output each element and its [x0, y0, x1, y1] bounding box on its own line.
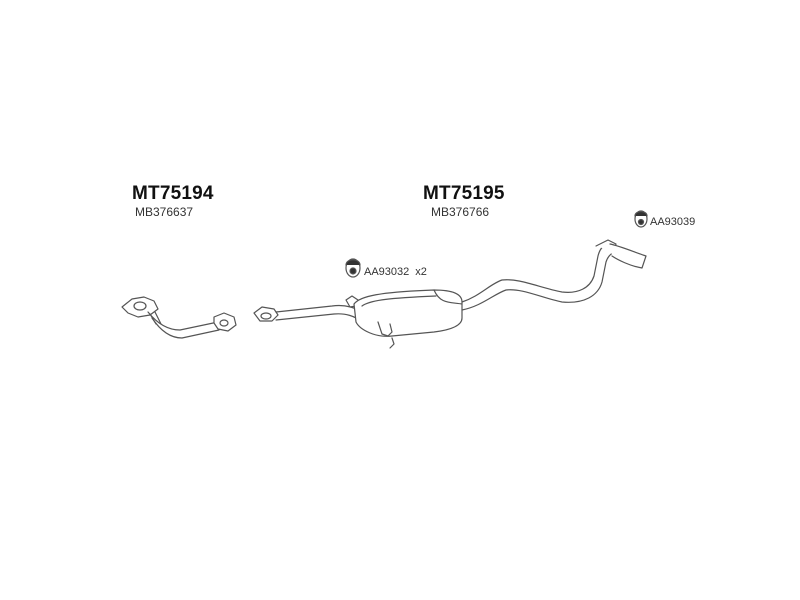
rubber-hanger-drawing-2: [634, 210, 648, 228]
part-number-front-pipe: MT75194: [132, 183, 214, 204]
rubber-hanger-drawing-1: [345, 258, 361, 278]
hanger-label-2: AA93039: [650, 216, 695, 228]
hanger-label-1: AA93032 x2: [364, 266, 427, 278]
hanger-code-1: AA93032: [364, 266, 410, 278]
hanger-qty-1: x2: [415, 266, 427, 278]
oem-number-main-exhaust: MB376766: [431, 205, 490, 219]
hanger-code-2: AA93039: [650, 216, 696, 228]
part-number-main-exhaust: MT75195: [423, 183, 505, 204]
oem-number-front-pipe: MB376637: [135, 205, 194, 219]
front-pipe-drawing: [121, 296, 237, 339]
main-exhaust-drawing: [253, 239, 647, 349]
